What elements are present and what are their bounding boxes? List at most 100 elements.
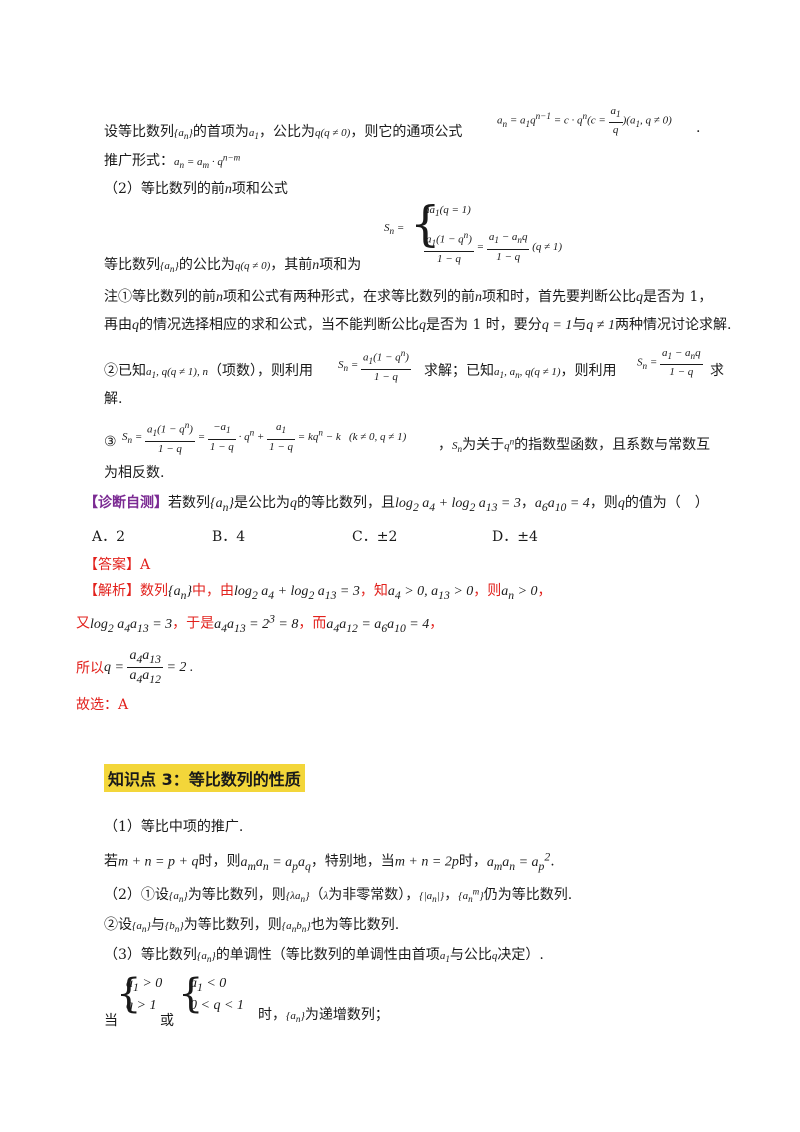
text: 或 — [160, 1013, 174, 1029]
seq-an: {an} — [160, 260, 179, 275]
seq-an: {an} — [174, 127, 193, 142]
text: 注①等比数列的前 — [104, 289, 216, 305]
text: 再由 — [104, 317, 132, 333]
text: 与 — [572, 317, 587, 333]
text: 为非零常数）， — [328, 887, 420, 903]
note-3-tail: ，Sn为关于qn的指数型函数，且系数与常数互 — [438, 436, 711, 455]
text: 是否为 1， — [643, 289, 713, 305]
text: 的首项为 — [192, 124, 249, 140]
brace: { — [178, 971, 204, 1017]
text: ②已知 — [104, 363, 146, 379]
text: 若数列 — [168, 495, 210, 511]
text: 解. — [104, 391, 123, 407]
text: 为相反数. — [104, 465, 165, 481]
subheading-sum: （2）等比数列的前n项和公式 — [104, 178, 288, 198]
note-2: ②已知a1, q(q ≠ 1), n（项数），则利用 — [104, 363, 313, 381]
text: 若 — [104, 853, 118, 870]
answer-tag: 【答案】 — [84, 557, 140, 573]
text: 的单调性（等比数列的单调性由首项 — [215, 947, 440, 963]
text: 又 — [76, 615, 90, 632]
text: 当 — [104, 1013, 118, 1029]
generalized-form: 推广形式：an = am · qn−m — [104, 150, 240, 170]
cond-a1-pos: a1 > 0 — [126, 976, 163, 994]
text: ，则它的通项公式 — [350, 124, 463, 140]
cond-q-gt1: q > 1 — [126, 998, 157, 1013]
label: 推广形式： — [104, 153, 174, 169]
diagnosis-tag: 【诊断自测】 — [84, 495, 168, 511]
q-cond: q(q ≠ 0) — [314, 127, 351, 139]
text: ，则利用 — [560, 363, 617, 379]
sum-formula-a: Sn = a1(1 − qn)1 − q — [338, 348, 411, 383]
text: 是否为 1 时，要分 — [426, 317, 542, 333]
text: 项和公式有两种形式，在求等比数列的前 — [223, 289, 475, 305]
text: （项数），则利用 — [207, 363, 313, 379]
brace: { — [410, 196, 441, 252]
formula: an = am · qn−m — [174, 152, 241, 171]
sum-intro-line: 等比数列{an}的公比为q(q ≠ 0)，其前n项和为 — [104, 254, 361, 274]
cond-a1-neg: a1 < 0 — [190, 976, 227, 994]
text: 项和公式 — [231, 181, 288, 197]
text: 求解；已知 — [424, 363, 494, 379]
property-4: （3）等比数列{an}的单调性（等比数列的单调性由首项a1与公比q决定）. — [104, 947, 544, 965]
text: （2）①设 — [104, 887, 169, 903]
note-2b: 求解；已知a1, an, q(q ≠ 1)，则利用 — [424, 363, 617, 381]
analysis-line2: 又log2 a4a13 = 3，于是a4a13 = 23 = 8，而a4a12 … — [76, 612, 444, 635]
text: ，公比为 — [258, 124, 315, 140]
text: 的公比为 — [178, 257, 235, 273]
text: ， — [444, 887, 459, 903]
text: ，知 — [359, 583, 388, 599]
text: 为等比数列，则 — [187, 887, 286, 903]
answer: 【答案】A — [84, 554, 150, 574]
text: 为等比数列，则 — [183, 917, 282, 933]
option-c[interactable]: C．±2 — [352, 529, 398, 545]
option-a[interactable]: A．2 — [92, 529, 126, 545]
option-d[interactable]: D．±4 — [492, 529, 538, 545]
text: 时，则 — [198, 853, 241, 870]
text: 的等比数列，且 — [297, 495, 396, 511]
text: 中，由 — [192, 583, 235, 599]
text: 项和时，首先要判断公比 — [482, 289, 636, 305]
analysis-line1: 【解析】数列{an}中，由log2 a4 + log2 a13 = 3，知a4 … — [84, 583, 552, 602]
text: ，于是 — [172, 615, 215, 632]
text: （ — [309, 887, 324, 903]
text: 的值为（ ） — [624, 495, 709, 511]
circled-3: ③ — [104, 434, 117, 450]
n: n — [224, 182, 232, 197]
text: 与公比 — [449, 947, 492, 963]
text: ，特别地，当 — [310, 853, 395, 870]
text: 与 — [150, 917, 165, 933]
period: . — [696, 120, 701, 136]
text: 为递增数列； — [304, 1007, 389, 1023]
text: 所以 — [76, 660, 104, 677]
text: ， — [520, 495, 535, 511]
text: 仍为等比数列. — [483, 887, 573, 903]
cond-q-between: 0 < q < 1 — [190, 998, 244, 1013]
property-1-title: （1）等比中项的推广. — [104, 819, 244, 835]
text: 设等比数列 — [104, 124, 174, 140]
text: ， — [429, 615, 444, 632]
q-cond: q(q ≠ 0) — [234, 260, 271, 272]
text: 数列 — [140, 583, 168, 599]
property-3: ②设{an}与{bn}为等比数列，则{anbn}也为等比数列. — [104, 917, 400, 935]
section-heading: 知识点 3：等比数列的性质 — [104, 764, 305, 792]
text: 的情况选择相应的求和公式，当不能判断公比 — [139, 317, 419, 333]
text: ，则 — [473, 583, 502, 599]
property-1-body: 若m + n = p + q时，则aman = apaq，特别地，当m + n … — [104, 850, 555, 873]
text: 两种情况讨论求解. — [614, 317, 732, 333]
option-b[interactable]: B．4 — [212, 529, 246, 545]
analysis-tag: 【解析】 — [84, 583, 140, 599]
text: 也为等比数列. — [310, 917, 400, 933]
answer-value: A — [140, 557, 151, 573]
text: 项和为 — [319, 257, 362, 273]
text: 求 — [710, 363, 724, 379]
case-q1: na1(q = 1) — [424, 204, 471, 219]
diagnosis-question: 【诊断自测】若数列{an}是公比为q的等比数列，且log2 a4 + log2 … — [84, 495, 709, 514]
text: 决定）. — [497, 947, 544, 963]
text: ，其前 — [270, 257, 313, 273]
property-5-tail: 时，{an}为递增数列； — [258, 1007, 389, 1025]
brace: { — [116, 971, 142, 1017]
